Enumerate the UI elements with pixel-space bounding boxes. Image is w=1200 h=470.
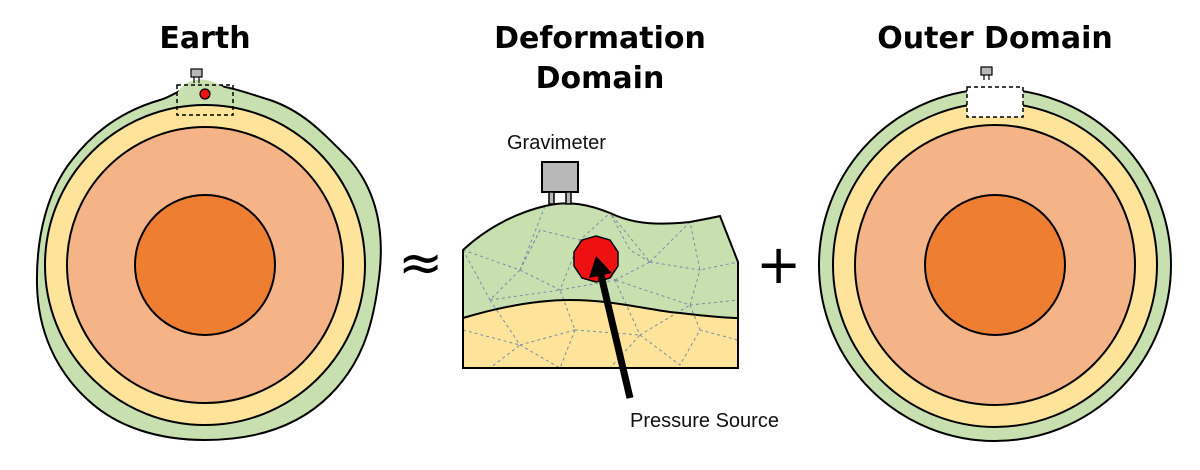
outer-gravimeter-icon (980, 66, 993, 76)
earth-pressure-source (199, 88, 211, 100)
gravimeter-label: Gravimeter (507, 132, 606, 154)
block-sediment-layer (463, 300, 738, 368)
block-layer-boundary (462, 298, 739, 319)
deformation-domain-title-line2: Domain (535, 61, 665, 96)
earth-domain-box (176, 84, 234, 116)
deformation-domain-title-line1: Deformation (494, 21, 706, 56)
pressure-source-arrow (597, 274, 634, 399)
plus-symbol: + (756, 233, 802, 296)
outer-domain-title: Outer Domain (877, 21, 1113, 56)
gravimeter-icon (541, 161, 579, 193)
outer-core (924, 194, 1066, 336)
pressure-source-label: Pressure Source (630, 410, 779, 432)
earth-gravimeter-icon (190, 68, 203, 78)
outer-domain-cavity (966, 86, 1024, 118)
earth-core (134, 194, 276, 336)
block-outline (462, 202, 739, 369)
gravimeter-leg-right (565, 191, 572, 205)
earth-title: Earth (159, 21, 251, 56)
gravimeter-leg-left (548, 191, 555, 205)
approx-symbol: ≈ (398, 231, 444, 294)
pressure-source-arrowhead (589, 256, 612, 278)
